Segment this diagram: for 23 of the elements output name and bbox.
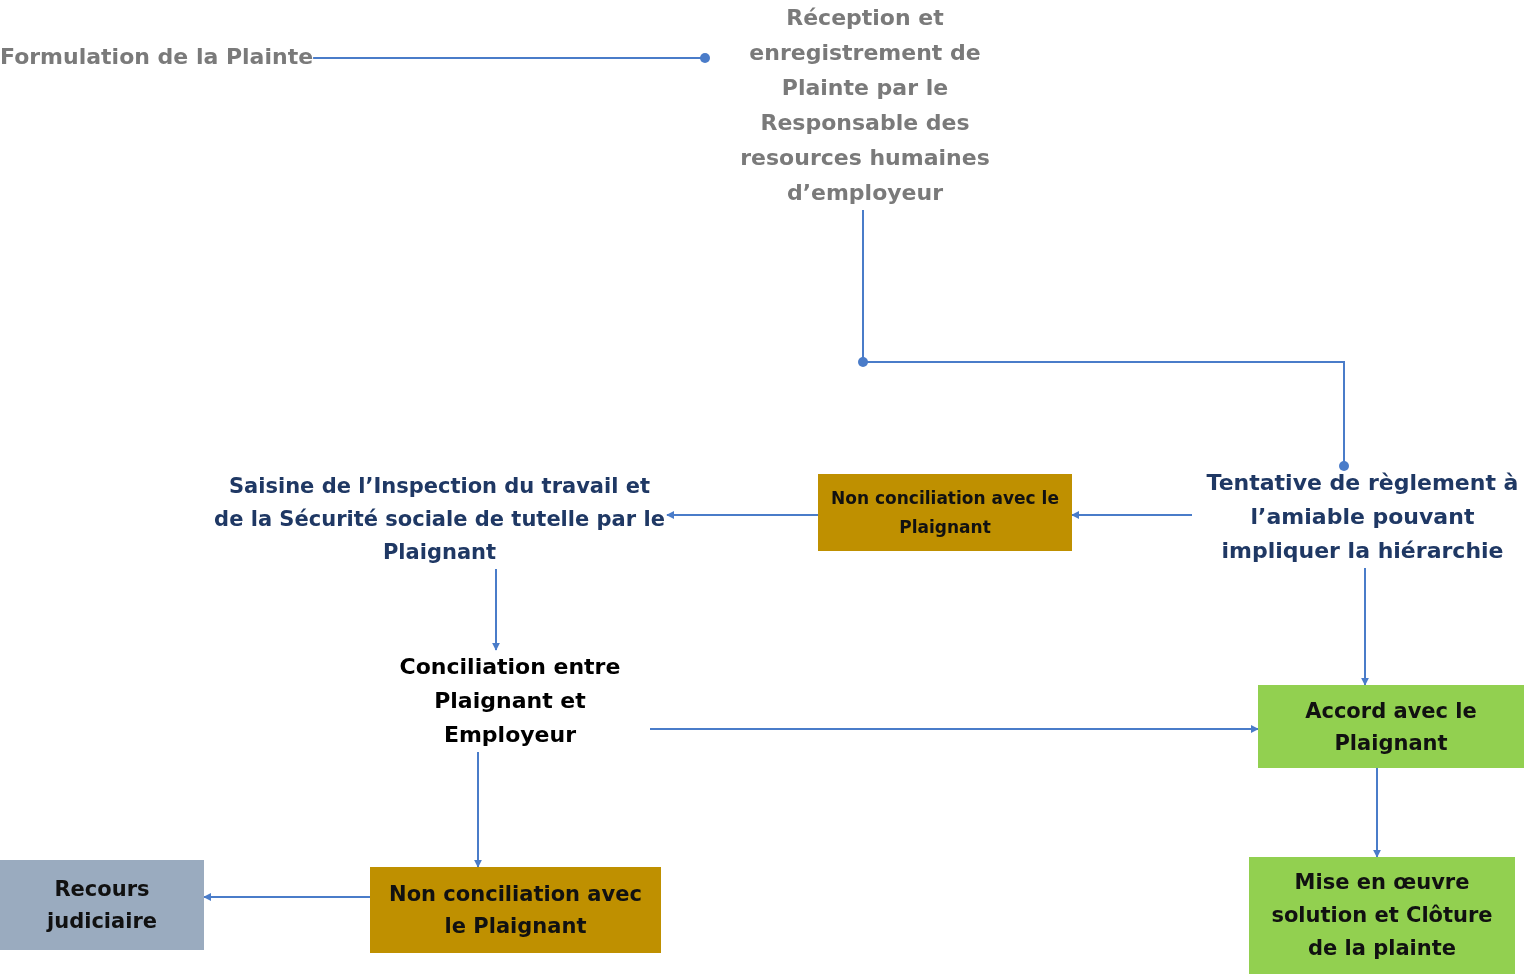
connector-arrow bbox=[649, 725, 1259, 733]
process-box bbox=[370, 867, 661, 953]
connector-arrow bbox=[492, 568, 500, 651]
process-box bbox=[0, 860, 204, 950]
process-box bbox=[1249, 857, 1515, 974]
connector-arrow bbox=[1361, 567, 1369, 686]
step-text: Formulation de la Plainte bbox=[0, 43, 314, 71]
box-label: Non conciliation avec le Plaignant bbox=[388, 881, 643, 940]
box-label: Non conciliation avec le Plaignant bbox=[830, 486, 1060, 539]
process-box bbox=[1258, 685, 1524, 768]
process-box bbox=[818, 474, 1072, 551]
connector-arrow bbox=[666, 511, 819, 519]
connector-arrow bbox=[203, 893, 371, 901]
connector-arrow bbox=[1071, 511, 1193, 519]
step-text: Conciliation entre Plaignant et Employeur bbox=[398, 653, 622, 749]
box-label: Accord avec le Plaignant bbox=[1304, 697, 1478, 757]
box-label: Mise en œuvre solution et Clôture de la plainte bbox=[1270, 869, 1494, 962]
step-text: Réception et enregistrement de Plainte par le Responsable des resources humaines d’employeur bbox=[739, 4, 991, 207]
connector-arrow bbox=[474, 751, 482, 868]
box-label: Recours judiciaire bbox=[45, 876, 158, 935]
connector-arrow bbox=[1373, 767, 1381, 858]
step-text: Saisine de l’Inspection du travail et de la Sécurité sociale de tutelle par le Plaignant bbox=[213, 473, 666, 566]
step-text: Tentative de règlement à l’amiable pouvant impliquer la hiérarchie bbox=[1205, 469, 1520, 565]
